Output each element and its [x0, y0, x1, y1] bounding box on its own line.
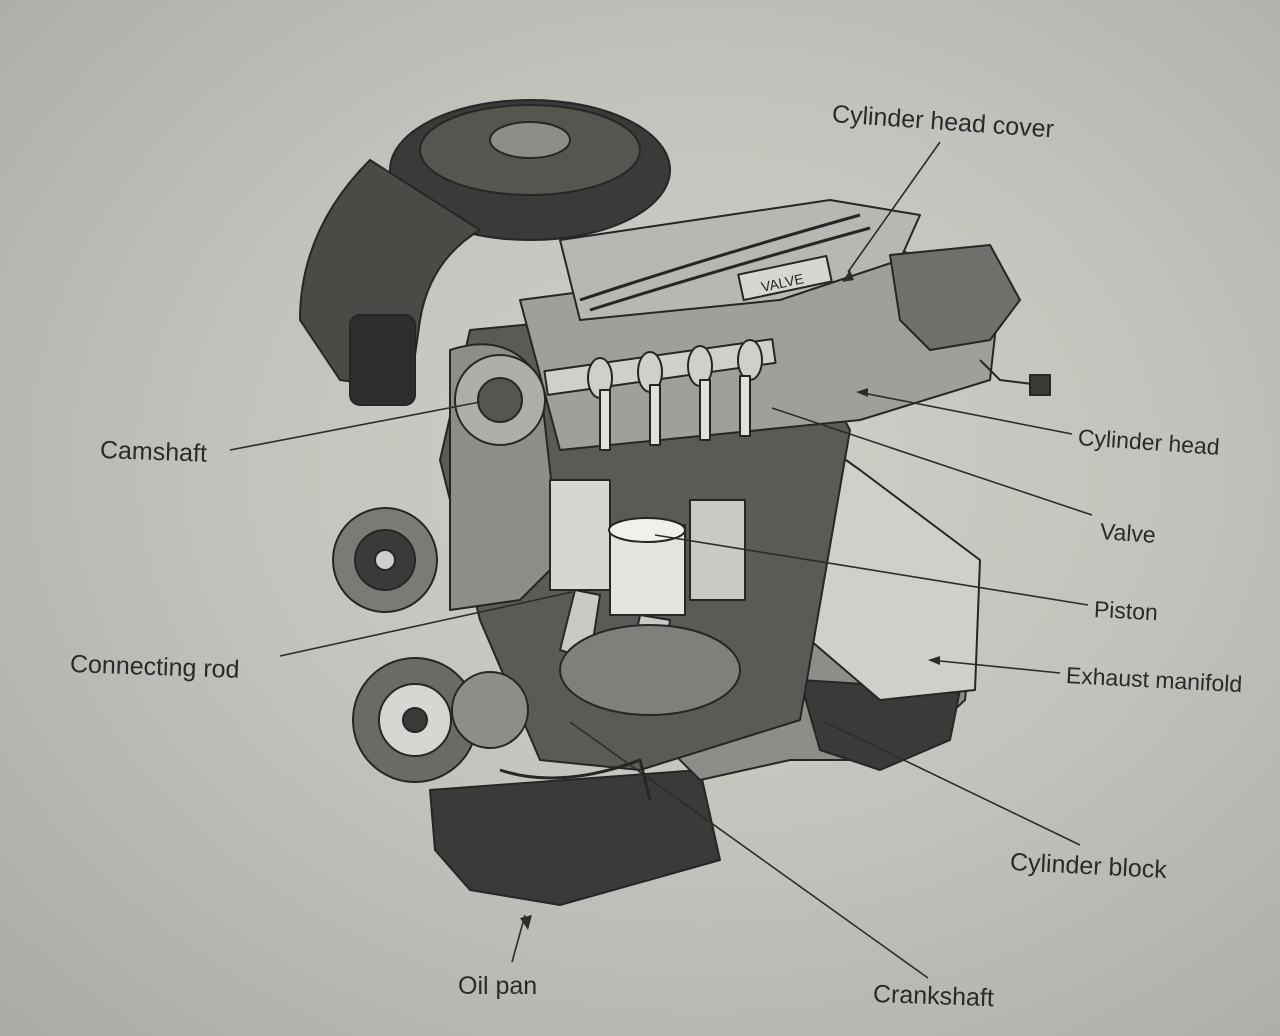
label-crankshaft: Crankshaft	[872, 980, 995, 1013]
leader-camshaft	[229, 401, 481, 451]
leader-crankshaft	[569, 721, 929, 979]
oil-pan-shape	[429, 769, 721, 906]
leader-cylinder-head	[857, 391, 1073, 435]
leader-cylinder-head-cover	[847, 141, 941, 273]
leader-oil-pan	[511, 914, 526, 963]
leader-connecting-rod	[279, 591, 573, 657]
label-connecting-rod: Connecting rod	[69, 650, 240, 684]
label-oil-pan: Oil pan	[458, 972, 538, 1000]
leader-exhaust-manifold	[929, 659, 1061, 674]
leader-valve	[771, 407, 1093, 516]
label-piston: Piston	[1093, 596, 1159, 626]
label-valve: Valve	[1099, 518, 1157, 548]
leader-cylinder-block	[824, 721, 1081, 846]
crankshaft-shape	[559, 624, 741, 716]
label-camshaft: Camshaft	[99, 436, 208, 468]
leader-piston	[654, 534, 1089, 606]
